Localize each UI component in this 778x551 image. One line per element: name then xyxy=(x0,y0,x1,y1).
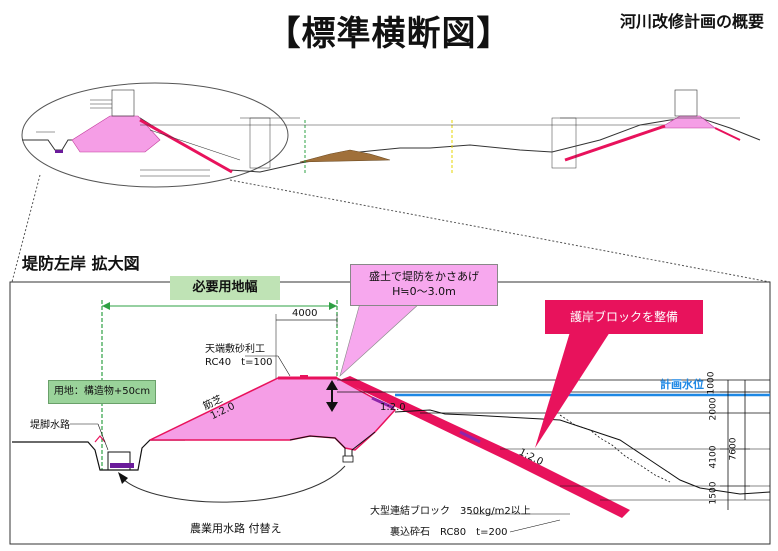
page-title: 【標準横断図】 xyxy=(266,14,512,54)
section-title: 堤防左岸 拡大図 xyxy=(22,254,140,273)
backfill-spec-label: 裏込砕石 RC80 t=200 xyxy=(390,527,508,538)
ditch-label: 堤脚水路 xyxy=(30,420,70,431)
dim-1500: 1500 xyxy=(708,481,719,505)
block-spec-label: 大型連結ブロック 350kg/m2以上 xyxy=(370,506,531,517)
crest-paving-label-2: RC40 t=100 xyxy=(205,357,273,368)
land-note-label: 用地：構造物+50cm xyxy=(48,380,156,404)
slope-right-ratio-1: 1:2.0 xyxy=(380,402,406,413)
page-subtitle: 河川改修計画の概要 xyxy=(619,12,764,31)
dim-4100: 4100 xyxy=(708,445,719,469)
irrigation-label: 農業用水路 付替え xyxy=(190,522,282,535)
crest-paving-label-1: 天端敷砂利工 xyxy=(205,344,265,355)
required-width-label: 必要用地幅 xyxy=(170,276,280,300)
raise-callout-line2: H≒0～3.0m xyxy=(392,285,456,298)
plan-water-level-label: 計画水位 xyxy=(660,378,704,391)
raise-callout-line1: 盛土で堤防をかさあげ xyxy=(369,270,479,283)
revetment-callout-text: 護岸ブロックを整備 xyxy=(569,310,678,324)
crest-width-label: 4000 xyxy=(292,308,318,319)
dim-1000: 1000 xyxy=(706,371,717,395)
raise-embankment-callout: 盛土で堤防をかさあげ H≒0～3.0m xyxy=(350,264,498,306)
revetment-callout: 護岸ブロックを整備 xyxy=(545,300,703,334)
dim-7600: 7600 xyxy=(728,437,739,461)
dim-2000: 2000 xyxy=(708,397,719,421)
